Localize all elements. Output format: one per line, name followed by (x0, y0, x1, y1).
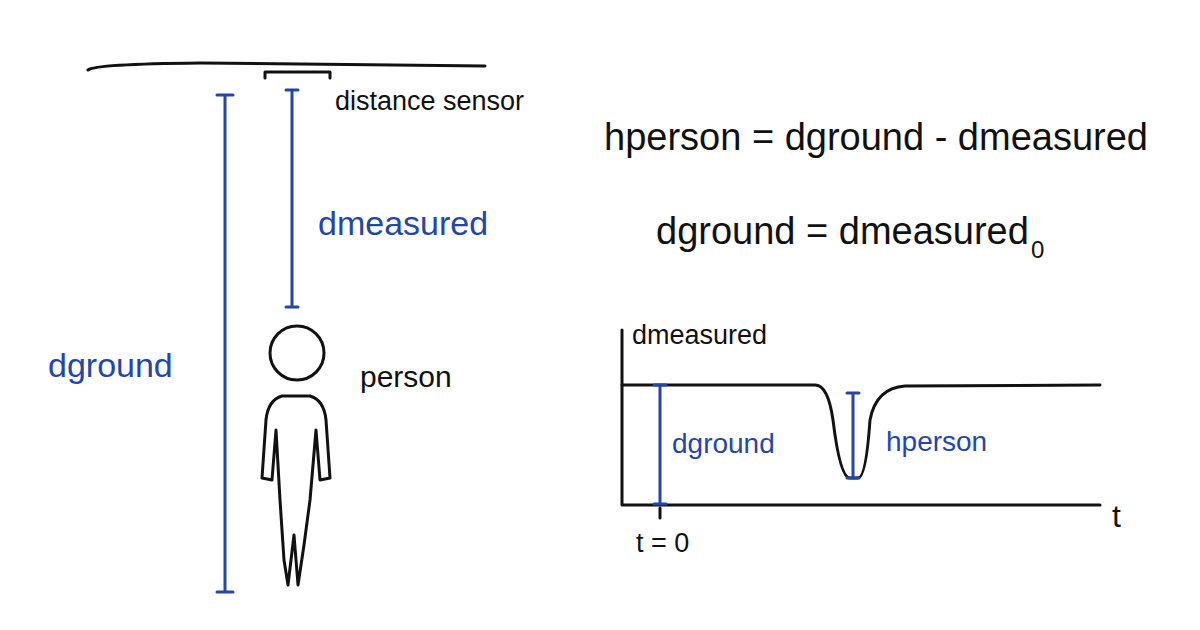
time-zero-label: t = 0 (636, 530, 689, 557)
ground-bracket (217, 95, 233, 592)
height-equation: hperson = dground - dmeasured (604, 118, 1148, 156)
graph-ground-bracket (654, 385, 666, 504)
graph-ground-label: dground (672, 430, 775, 458)
graph-height-bracket (847, 393, 859, 478)
person-head (270, 326, 324, 380)
time-axis-label: t (1112, 500, 1121, 532)
measured-label: dmeasured (318, 206, 488, 240)
measured-curve (622, 385, 1100, 478)
person-body (262, 396, 330, 585)
graph-axes (622, 330, 1100, 505)
subscript-zero: 0 (1031, 238, 1044, 262)
person-label: person (360, 362, 452, 392)
ceiling-line (88, 63, 485, 70)
sensor-symbol (265, 72, 330, 78)
ground-label: dground (48, 348, 173, 382)
ground-equation: dground = dmeasured (656, 212, 1029, 250)
time-tick (659, 508, 662, 518)
sensor-label: distance sensor (335, 88, 524, 115)
measured-bracket (286, 90, 298, 307)
graph-height-label: hperson (886, 428, 987, 456)
axis-label: dmeasured (632, 322, 767, 349)
